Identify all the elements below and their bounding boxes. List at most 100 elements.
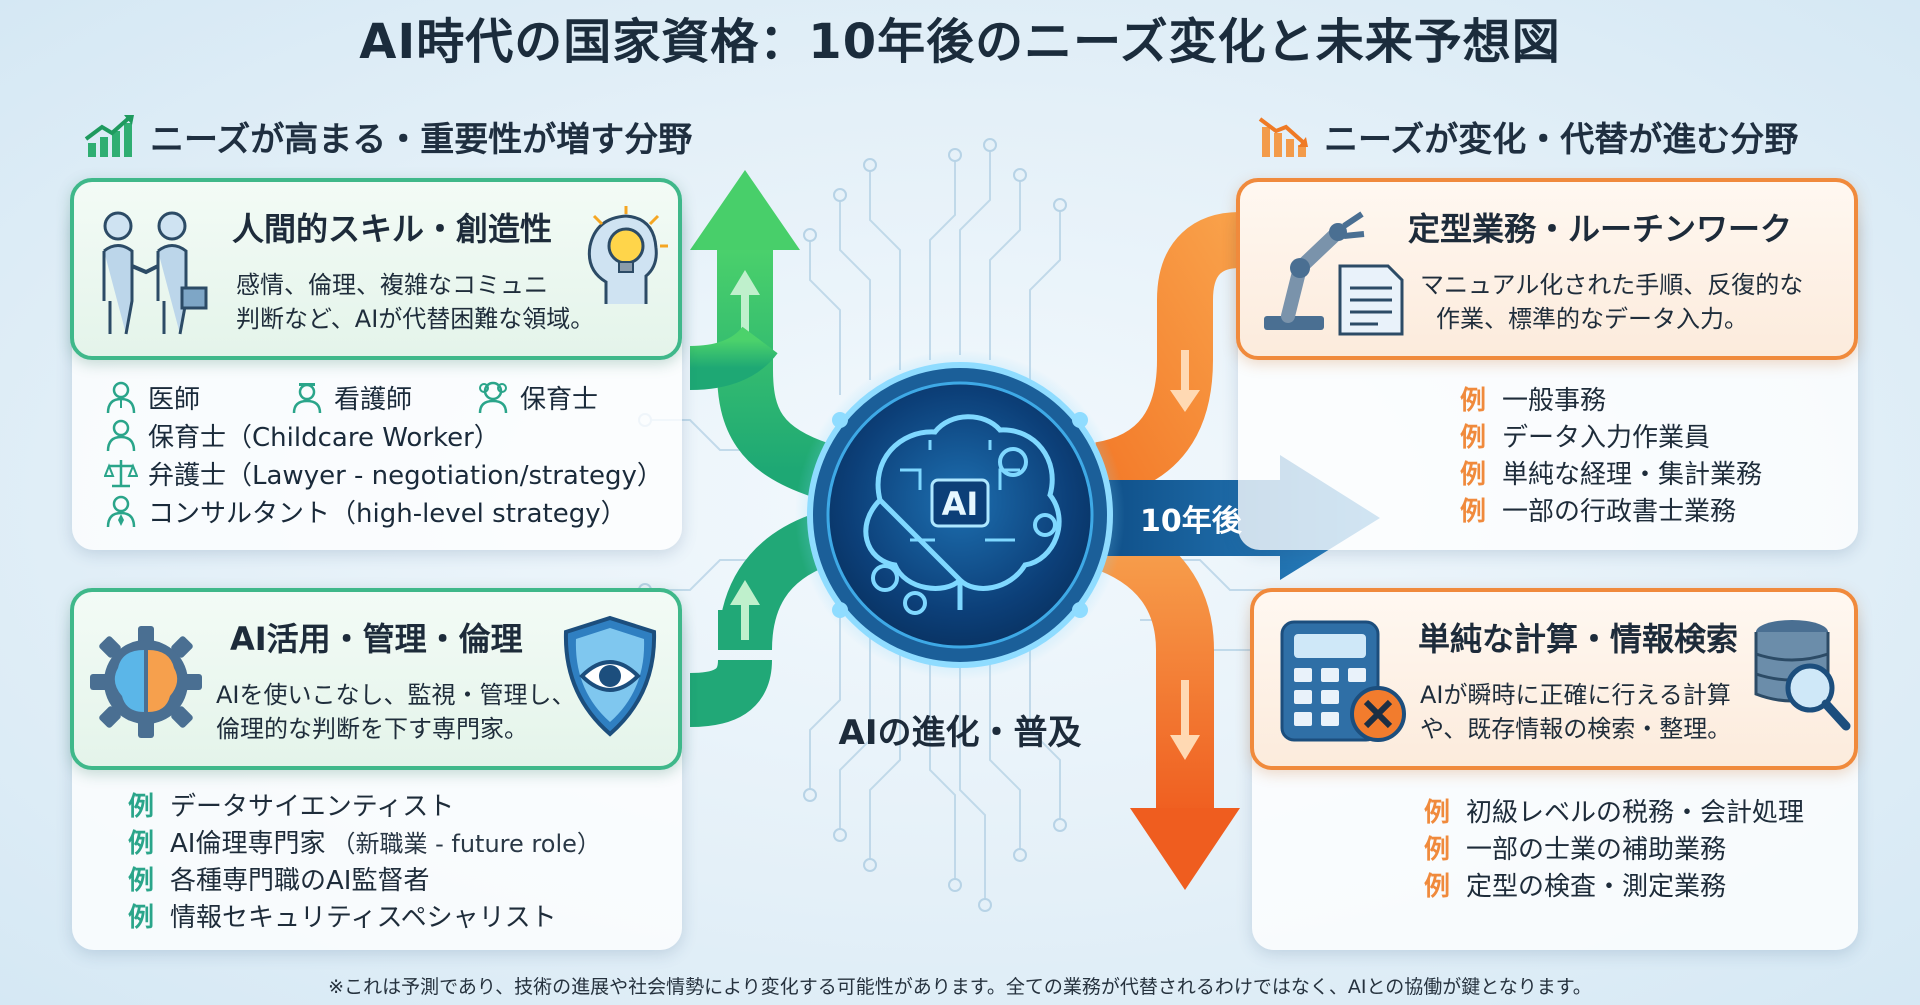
desc-line: 判断など、AIが代替困難な領域。 xyxy=(236,305,595,333)
human-skills-description: 感情、倫理、複雑なコミュニ 判断など、AIが代替困難な領域。 xyxy=(236,268,594,336)
example-row: 例一般事務 xyxy=(1460,380,1762,417)
childcare-icon xyxy=(478,381,508,414)
ai-management-card: AI活用・管理・倫理 AIを使いこなし、監視・管理し、 倫理的な判断を下す専門家… xyxy=(70,588,682,770)
shield-eye-icon xyxy=(563,615,657,737)
example-row: 例単純な経理・集計業務 xyxy=(1460,454,1762,491)
example-marker: 例 xyxy=(1460,423,1487,453)
nurse-icon xyxy=(292,383,322,414)
desc-line: マニュアル化された手順、反復的な xyxy=(1420,271,1804,299)
example-row: 例定型の検査・測定業務 xyxy=(1424,866,1804,903)
profession-sub: （high-level strategy） xyxy=(330,498,627,529)
changing-needs-heading-text: ニーズが変化・代替が進む分野 xyxy=(1324,119,1799,160)
ai-badge: AI xyxy=(941,485,979,523)
trending-up-icon xyxy=(84,115,134,157)
human-skills-title: 人間的スキル・創造性 xyxy=(232,210,553,248)
profession-row: 保育士 （Childcare Worker） xyxy=(104,416,664,454)
human-skills-card: 人間的スキル・創造性 感情、倫理、複雑なコミュニ 判断など、AIが代替困難な領域… xyxy=(70,178,682,360)
example-marker: 例 xyxy=(128,792,155,822)
example-marker: 例 xyxy=(128,829,155,859)
example-marker: 例 xyxy=(1424,872,1451,902)
robot-arm-document-icon xyxy=(1264,211,1404,336)
ai-evolution-label: AIの進化・普及 xyxy=(838,713,1082,753)
scales-icon xyxy=(104,460,138,488)
calculation-examples: 例初級レベルの税務・会計処理 例一部の士業の補助業務 例定型の検査・測定業務 xyxy=(1424,792,1804,903)
desc-line: AIが瞬時に正確に行える計算 xyxy=(1420,681,1731,709)
childcare-worker-icon xyxy=(106,419,136,452)
profession-label: コンサルタント xyxy=(148,498,331,529)
profession-sub: （Lawyer - negotiation/strategy） xyxy=(226,460,663,491)
example-marker: 例 xyxy=(1460,497,1487,527)
changing-needs-heading: ニーズが変化・代替が進む分野 xyxy=(1258,110,1798,162)
desc-line: 作業、標準的なデータ入力。 xyxy=(1436,305,1748,333)
example-row: 例各種専門職のAI監督者 xyxy=(128,860,601,897)
example-label: 一部の士業の補助業務 xyxy=(1466,835,1727,865)
routine-work-examples: 例一般事務 例データ入力作業員 例単純な経理・集計業務 例一部の行政書士業務 xyxy=(1460,380,1762,528)
green-arrow-top xyxy=(689,170,830,497)
profession-label: 医師 xyxy=(148,384,201,415)
example-label: 各種専門職のAI監督者 xyxy=(170,866,430,896)
rising-needs-heading-text: ニーズが高まる・重要性が増す分野 xyxy=(150,119,693,160)
professions-top-row: 医師 看護師 保育士 xyxy=(104,378,664,416)
profession-label: 弁護士 xyxy=(148,460,227,491)
calculator-x-icon xyxy=(1280,620,1406,742)
ai-brain-emblem xyxy=(795,350,1125,680)
consultant-icon xyxy=(106,495,136,528)
brain-gear-icon xyxy=(90,626,202,738)
profession-doctor: 医師 xyxy=(104,379,290,416)
example-label: 定型の検査・測定業務 xyxy=(1466,872,1727,902)
profession-row: 弁護士 （Lawyer - negotiation/strategy） xyxy=(104,454,664,492)
lightbulb-head-icon xyxy=(587,206,668,304)
profession-childcare: 保育士 xyxy=(476,379,598,416)
desc-line: や、既存情報の検索・整理。 xyxy=(1420,715,1732,743)
ai-management-title: AI活用・管理・倫理 xyxy=(230,620,523,658)
database-search-icon xyxy=(1754,620,1851,731)
profession-sub: （Childcare Worker） xyxy=(226,422,500,453)
routine-work-card: 定型業務・ルーチンワーク マニュアル化された手順、反復的な 作業、標準的なデータ… xyxy=(1236,178,1858,360)
rising-needs-heading: ニーズが高まる・重要性が増す分野 xyxy=(84,110,692,162)
example-row: 例一部の行政書士業務 xyxy=(1460,491,1762,528)
profession-label: 保育士 xyxy=(520,384,599,415)
example-marker: 例 xyxy=(1424,835,1451,865)
green-arrow-bottom xyxy=(689,514,831,727)
handshake-people-icon xyxy=(102,211,208,335)
ai-management-description: AIを使いこなし、監視・管理し、 倫理的な判断を下す専門家。 xyxy=(216,678,576,746)
calculation-card: 単純な計算・情報検索 AIが瞬時に正確に行える計算 や、既存情報の検索・整理。 xyxy=(1250,588,1858,770)
example-row: 例初級レベルの税務・会計処理 xyxy=(1424,792,1804,829)
trending-down-icon xyxy=(1258,117,1308,157)
example-marker: 例 xyxy=(1424,798,1451,828)
example-label: データ入力作業員 xyxy=(1502,423,1711,453)
example-row: 例情報セキュリティスペシャリスト xyxy=(128,897,601,934)
orange-arrow-up xyxy=(1094,212,1242,498)
orange-arrow-down xyxy=(1089,512,1240,890)
example-row: 例一部の士業の補助業務 xyxy=(1424,829,1804,866)
doctor-icon xyxy=(106,381,136,414)
example-sub: （新職業 - future role） xyxy=(331,830,601,858)
example-label: データサイエンティスト xyxy=(170,792,455,822)
example-label: 単純な経理・集計業務 xyxy=(1502,460,1763,490)
page-title: AI時代の国家資格：10年後のニーズ変化と未来予想図 xyxy=(359,14,1561,70)
example-label: 初級レベルの税務・会計処理 xyxy=(1466,798,1805,828)
human-skills-professions: 医師 看護師 保育士 保育士 （Childcare Worker） 弁護士 （L… xyxy=(104,378,664,530)
routine-work-description: マニュアル化された手順、反復的な 作業、標準的なデータ入力。 xyxy=(1420,268,1803,336)
example-marker: 例 xyxy=(128,903,155,933)
example-label: 一般事務 xyxy=(1502,386,1607,416)
footnote: ※これは予測であり、技術の進展や社会情勢により変化する可能性があります。全ての業… xyxy=(328,976,1592,998)
profession-nurse: 看護師 xyxy=(290,379,476,416)
desc-line: AIを使いこなし、監視・管理し、 xyxy=(216,681,576,709)
example-label: 一部の行政書士業務 xyxy=(1502,497,1737,527)
desc-line: 倫理的な判断を下す専門家。 xyxy=(216,715,528,743)
calculation-title: 単純な計算・情報検索 xyxy=(1418,620,1739,658)
example-marker: 例 xyxy=(1460,386,1487,416)
example-marker: 例 xyxy=(1460,460,1487,490)
profession-label: 保育士 xyxy=(148,422,227,453)
example-marker: 例 xyxy=(128,866,155,896)
profession-label: 看護師 xyxy=(334,384,413,415)
profession-row: コンサルタント （high-level strategy） xyxy=(104,492,664,530)
calculation-description: AIが瞬時に正確に行える計算 や、既存情報の検索・整理。 xyxy=(1420,678,1731,746)
example-label: 情報セキュリティスペシャリスト xyxy=(170,903,557,933)
example-row: 例データサイエンティスト xyxy=(128,786,601,823)
ten-years-label: 10年後 xyxy=(1140,504,1242,539)
example-row: 例データ入力作業員 xyxy=(1460,417,1762,454)
